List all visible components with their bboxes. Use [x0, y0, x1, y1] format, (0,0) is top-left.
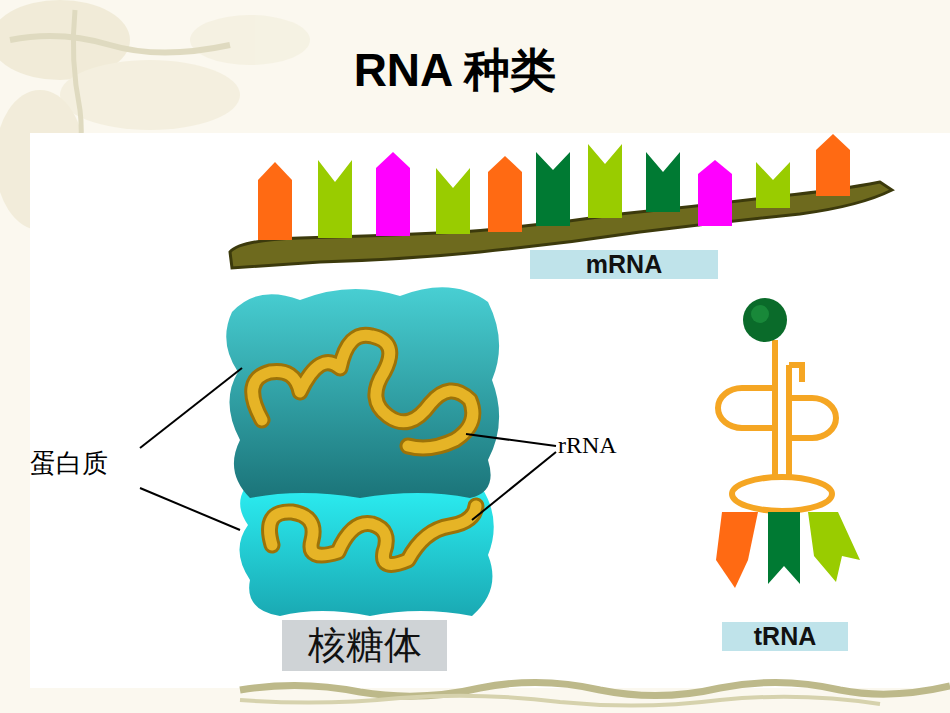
content-panel	[30, 133, 950, 688]
rrna-strand	[253, 335, 476, 564]
label-box: 核糖体	[282, 620, 447, 671]
node-text: 核糖体	[308, 620, 422, 671]
part-label: rRNA	[558, 432, 617, 459]
label-box: mRNA	[530, 250, 718, 279]
ribosome-large-subunit	[226, 287, 499, 498]
node-text: tRNA	[754, 622, 817, 651]
mrna-bases	[258, 134, 850, 240]
trna-structure	[716, 298, 860, 588]
node-text: mRNA	[586, 250, 662, 279]
leader-lines	[140, 368, 556, 530]
part-label: 蛋白质	[30, 446, 108, 481]
ribosome-small-subunit	[239, 481, 493, 616]
label-box: tRNA	[722, 622, 848, 651]
slide-title: RNA 种类	[0, 40, 910, 102]
vine-decor	[240, 682, 950, 705]
